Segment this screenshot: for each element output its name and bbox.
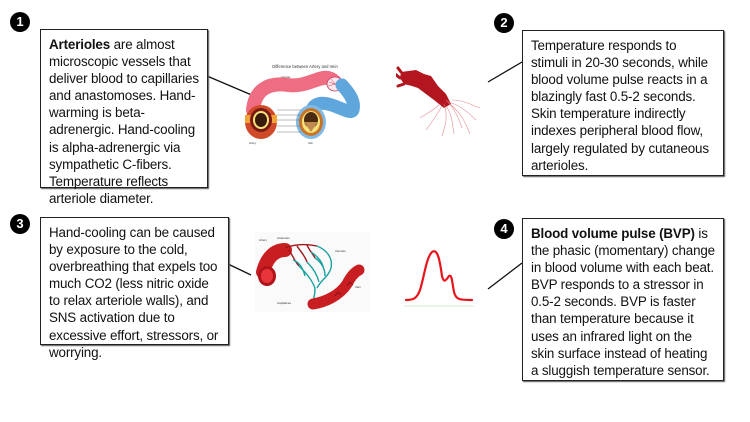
bvp-waveform [404, 250, 474, 307]
label-artery: Artery [259, 238, 268, 242]
step-badge-1: 1 [10, 12, 30, 32]
label-venules: Venules [335, 249, 346, 253]
connector-line-2 [487, 61, 523, 83]
info-box-hand-cooling: Hand-cooling can be caused by exposure t… [40, 217, 229, 360]
connector-line-1 [206, 75, 255, 97]
hand-shape [400, 70, 451, 108]
capillaries [292, 245, 333, 307]
label-arterioles: Arterioles [277, 236, 290, 240]
connector-line-3 [227, 263, 252, 276]
diagram-title: Difference between Artery and Vein [272, 64, 338, 69]
arterioles [284, 243, 318, 267]
label-artery: Artery [249, 141, 257, 145]
info-box-text: is the phasic (momentary) change in bloo… [531, 226, 715, 378]
info-box-text: are almost microscopic vessels that deli… [49, 37, 199, 206]
step-badge-3: 3 [10, 214, 30, 234]
pulse-line [404, 250, 474, 302]
label-capillaries: Capillaries [277, 301, 292, 305]
artery-vein-diagram: Difference between Artery and Vein arter… [245, 64, 360, 145]
label-vein: Vein [355, 285, 361, 289]
step-badge-2: 2 [494, 13, 514, 33]
info-box-text: Hand-cooling can be caused by exposure t… [49, 225, 219, 360]
label-arteriole: arteriole [281, 75, 291, 79]
connector-line-4 [487, 262, 523, 290]
step-badge-4: 4 [494, 219, 514, 239]
info-box-response-time: Temperature responds to stimuli in 20-30… [522, 30, 724, 176]
info-box-text: Temperature responds to stimuli in 20-30… [531, 38, 709, 173]
info-box-lead: Arterioles [49, 37, 111, 52]
info-box-lead: Blood volume pulse (BVP) [531, 226, 695, 241]
hand-vasculature-image [396, 66, 481, 137]
label-vein: Vein [308, 141, 314, 145]
capillary-bed-diagram: Artery Arterioles Venules Capillaries Ve… [255, 232, 370, 312]
vein-vessel [307, 264, 365, 310]
info-box-bvp: Blood volume pulse (BVP) is the phasic (… [522, 218, 724, 381]
info-box-arterioles: Arterioles are almost microscopic vessel… [40, 29, 208, 206]
blood-vessel-tendrils [419, 99, 481, 137]
